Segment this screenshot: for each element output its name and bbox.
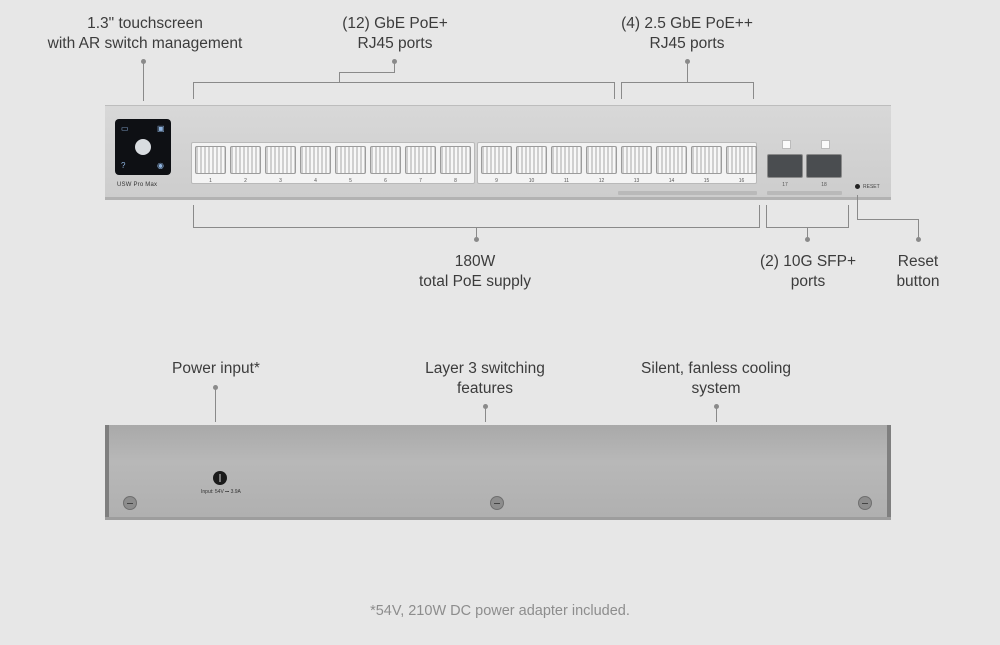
rj45-port-14[interactable] <box>656 146 687 174</box>
rj45-port-10[interactable] <box>516 146 547 174</box>
callout-line-2: ports <box>790 273 826 290</box>
port-band-2-5g <box>618 191 757 195</box>
power-input-jack[interactable] <box>213 471 227 485</box>
port-label: 5 <box>349 178 352 184</box>
rj45-port-1[interactable] <box>195 146 226 174</box>
power-input-callout: Power input* <box>172 360 260 377</box>
sfp-port-17[interactable] <box>767 154 803 178</box>
screw-icon <box>858 496 872 510</box>
callout-line-1: (12) GbE PoE+ <box>342 15 448 32</box>
power-rating-label: Input: 54V ⎓ 3.9A <box>201 489 241 495</box>
callout-line-2: RJ45 ports <box>357 35 433 52</box>
callout-line-2: system <box>691 380 741 397</box>
sfp-led-18 <box>821 140 830 149</box>
callout-line-1: 180W <box>454 253 496 270</box>
callout-line-1: (2) 10G SFP+ <box>759 253 857 270</box>
port-label: 13 <box>633 178 640 184</box>
reset-callout: Reset button <box>868 252 968 292</box>
callout-line-1: Reset <box>897 253 939 270</box>
rj45-port-15[interactable] <box>691 146 722 174</box>
callout-line-2: with AR switch management <box>47 35 243 52</box>
poe-plus-plus-callout: (4) 2.5 GbE PoE++ RJ45 ports <box>592 14 782 54</box>
port-label: 15 <box>703 178 710 184</box>
callout-line-1: (4) 2.5 GbE PoE++ <box>621 15 753 32</box>
shield-icon: ▣ <box>157 124 165 133</box>
rj45-port-6[interactable] <box>370 146 401 174</box>
port-label: 14 <box>668 178 675 184</box>
sfp-led-17 <box>782 140 791 149</box>
reset-button[interactable] <box>855 184 860 189</box>
callout-line-1: 1.3" touchscreen <box>87 15 203 32</box>
callout-line-2: total PoE supply <box>418 273 531 290</box>
callout-line-1: Layer 3 switching <box>425 360 545 377</box>
rj45-port-2[interactable] <box>230 146 261 174</box>
sfp-callout: (2) 10G SFP+ ports <box>738 252 878 292</box>
screw-icon <box>123 496 137 510</box>
model-label: USW Pro Max <box>117 182 158 188</box>
rj45-port-4[interactable] <box>300 146 331 174</box>
port-label: 8 <box>454 178 457 184</box>
port-label: 12 <box>598 178 605 184</box>
port-label: 2 <box>244 178 247 184</box>
rj45-port-5[interactable] <box>335 146 366 174</box>
port-label: 7 <box>419 178 422 184</box>
screw-icon <box>490 496 504 510</box>
touchscreen-callout: 1.3" touchscreen with AR switch manageme… <box>40 14 250 54</box>
port-label: 16 <box>738 178 745 184</box>
reset-label: RESET <box>863 184 880 190</box>
footnote: *54V, 210W DC power adapter included. <box>370 603 630 619</box>
rj45-port-3[interactable] <box>265 146 296 174</box>
port-label: 6 <box>384 178 387 184</box>
port-label: 9 <box>495 178 498 184</box>
sfp-label: 18 <box>821 182 827 188</box>
rj45-port-16[interactable] <box>726 146 757 174</box>
sfp-label: 17 <box>782 182 788 188</box>
monitor-icon: ▭ <box>121 124 129 133</box>
rj45-port-11[interactable] <box>551 146 582 174</box>
screen-center-button[interactable] <box>135 139 151 155</box>
port-band-sfp <box>767 191 842 195</box>
help-icon: ? <box>121 161 126 170</box>
callout-line-2: RJ45 ports <box>649 35 725 52</box>
poe-supply-callout: 180W total PoE supply <box>380 252 570 292</box>
layer3-callout: Layer 3 switching features <box>385 359 585 399</box>
rj45-port-13[interactable] <box>621 146 652 174</box>
callout-line-1: Silent, fanless cooling <box>641 360 791 377</box>
touchscreen[interactable]: ▭ ▣ ? ◉ <box>115 119 171 175</box>
rj45-port-12[interactable] <box>586 146 617 174</box>
port-label: 11 <box>563 178 570 184</box>
callout-line-2: features <box>456 380 513 397</box>
rj45-port-9[interactable] <box>481 146 512 174</box>
switch-back-panel: Input: 54V ⎓ 3.9A <box>105 425 891 520</box>
cooling-callout: Silent, fanless cooling system <box>606 359 826 399</box>
rj45-port-8[interactable] <box>440 146 471 174</box>
port-label: 1 <box>209 178 212 184</box>
port-label: 4 <box>314 178 317 184</box>
location-icon: ◉ <box>157 161 164 170</box>
callout-line-2: button <box>896 273 940 290</box>
gbe-poe-callout: (12) GbE PoE+ RJ45 ports <box>300 14 490 54</box>
port-label: 3 <box>279 178 282 184</box>
sfp-port-18[interactable] <box>806 154 842 178</box>
port-label: 10 <box>528 178 535 184</box>
rj45-port-7[interactable] <box>405 146 436 174</box>
